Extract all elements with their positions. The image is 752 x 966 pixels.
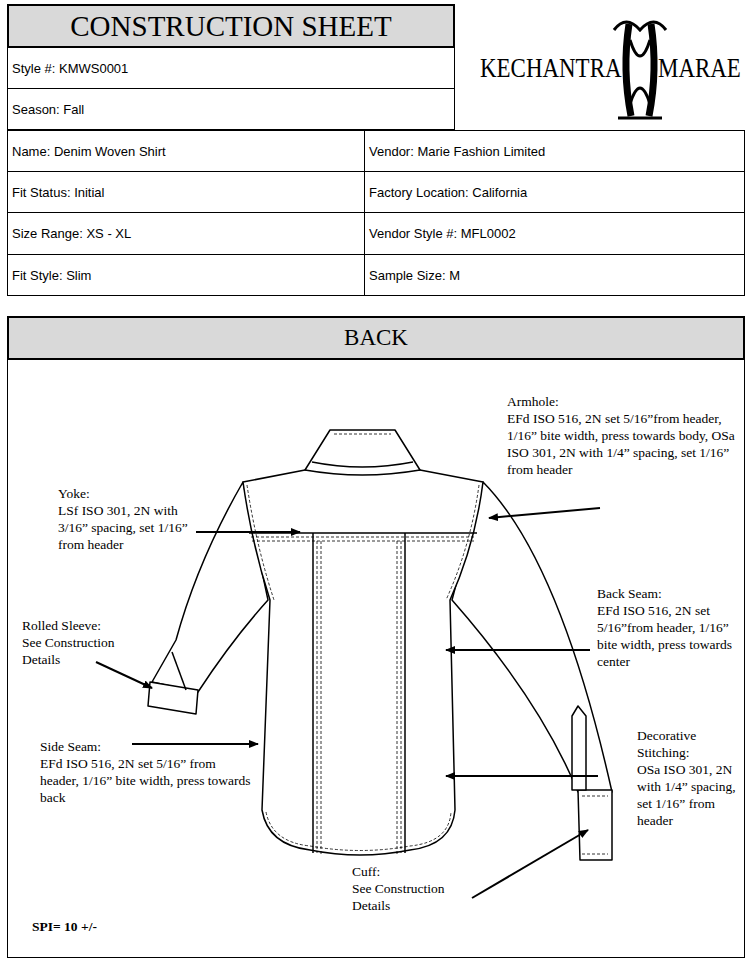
leader-arrow [446,775,598,777]
callout-note: Back Seam:EFd ISO 516, 2N set 5/16”from … [597,585,745,670]
rolled-cuff [148,682,198,714]
callout-note: Armhole:EFd ISO 516, 2N set 5/16”from he… [507,393,745,478]
leader-arrow [132,743,258,745]
monogram-flourish [614,22,666,30]
field-text: Fit Style: Slim [12,268,91,283]
collar-band [312,462,413,467]
sheet-title: CONSTRUCTION SHEET [70,10,391,43]
stitch-line [252,541,474,542]
roll-fold [172,652,186,690]
leader-arrow [489,508,600,518]
leader-arrow [446,649,590,651]
stitch-note: SPI= 10 +/- [32,918,97,935]
shirt-back-drawing [148,430,612,860]
field-text: Vendor Style #: MFL0002 [369,226,516,241]
callout-note: Cuff:See Construction Details [352,863,482,914]
field-text: Style #: KMWS0001 [12,61,128,76]
field-text: Season: Fall [12,102,84,117]
section-band: BACK [7,316,745,360]
monogram-stroke [630,40,650,56]
header-cell: Fit Style: Slim [7,254,365,296]
callout-heading: Armhole: [507,393,745,410]
callout-note: Side Seam:EFd ISO 516, 2N set 5/16” from… [40,738,255,806]
callout-spec: See Construction Details [352,880,482,914]
header-cell: Season: Fall [7,88,455,130]
callout-note: Yoke:LSf ISO 301, 2N with 3/16” spacing,… [58,485,190,553]
callout-spec: LSf ISO 301, 2N with 3/16” spacing, set … [58,502,190,553]
callout-note: Decorative Stitching:OSa ISO 301, 2N wit… [637,727,747,829]
section-title: BACK [344,325,408,351]
field-text: Fit Status: Initial [12,185,104,200]
callout-spec: EFd ISO 516, 2N set 5/16”from header, 1/… [597,602,745,670]
monogram-base [618,117,662,120]
monogram-stroke [630,88,650,104]
stitch-line [247,485,274,600]
stitch-line [266,812,451,851]
topstitching [247,434,608,854]
callout-spec: See Construction Details [22,634,144,668]
callout-spec: EFd ISO 516, 2N set 5/16”from header, 1/… [507,410,745,478]
field-text: Vendor: Marie Fashion Limited [369,144,545,159]
stitch-line [397,541,398,854]
logo-block: KECHANTRA MARAE [455,4,745,130]
stitch-line [401,541,402,853]
right-cuff [578,790,612,860]
callout-heading: Decorative Stitching: [637,727,747,761]
stitch-line [334,434,391,435]
header-cell: Fit Status: Initial [7,171,365,213]
stitch-line [446,485,479,600]
right-sleeve [452,482,612,792]
callout-spec: OSa ISO 301, 2N with 1/4” spacing, set 1… [637,761,747,829]
note-block: SPI= 10 +/- [32,918,97,935]
back-seam [404,533,406,853]
header-cell: Style #: KMWS0001 [7,47,455,89]
header-cell: Factory Location: California [364,171,745,213]
field-text: Sample Size: M [369,268,460,283]
field-text: Factory Location: California [369,185,527,200]
header-cell: Name: Denim Woven Shirt [7,130,365,172]
leader-arrow [96,662,152,688]
header-cell: Sample Size: M [364,254,745,296]
stitch-line [317,541,318,853]
header-cell: Size Range: XS - XL [7,212,365,255]
logo-word: KECHANTRA [480,53,622,84]
collar [305,430,420,475]
callout-heading: Cuff: [352,863,482,880]
callout-note: Rolled Sleeve:See Construction Details [22,617,144,668]
leader-arrows [96,508,600,898]
field-text: Size Range: XS - XL [12,226,131,241]
stitch-line [321,541,322,854]
callout-heading: Rolled Sleeve: [22,617,144,634]
header-cell: Vendor: Marie Fashion Limited [364,130,745,172]
title-band: CONSTRUCTION SHEET [7,4,455,48]
leader-arrow [196,531,300,533]
callout-heading: Back Seam: [597,585,745,602]
stitch-line [582,796,608,797]
callout-heading: Yoke: [58,485,190,502]
leader-arrow [472,830,588,898]
callout-spec: EFd ISO 516, 2N set 5/16” from header, 1… [40,755,255,806]
stitch-line [582,854,608,855]
stitch-line [251,537,475,538]
sleeve-placket [572,706,586,790]
logo-word: MARAE [658,53,741,84]
back-seam [312,533,314,853]
header-cell: Vendor Style #: MFL0002 [364,212,745,255]
callout-heading: Side Seam: [40,738,255,755]
field-text: Name: Denim Woven Shirt [12,144,166,159]
shirt-body [243,470,483,855]
